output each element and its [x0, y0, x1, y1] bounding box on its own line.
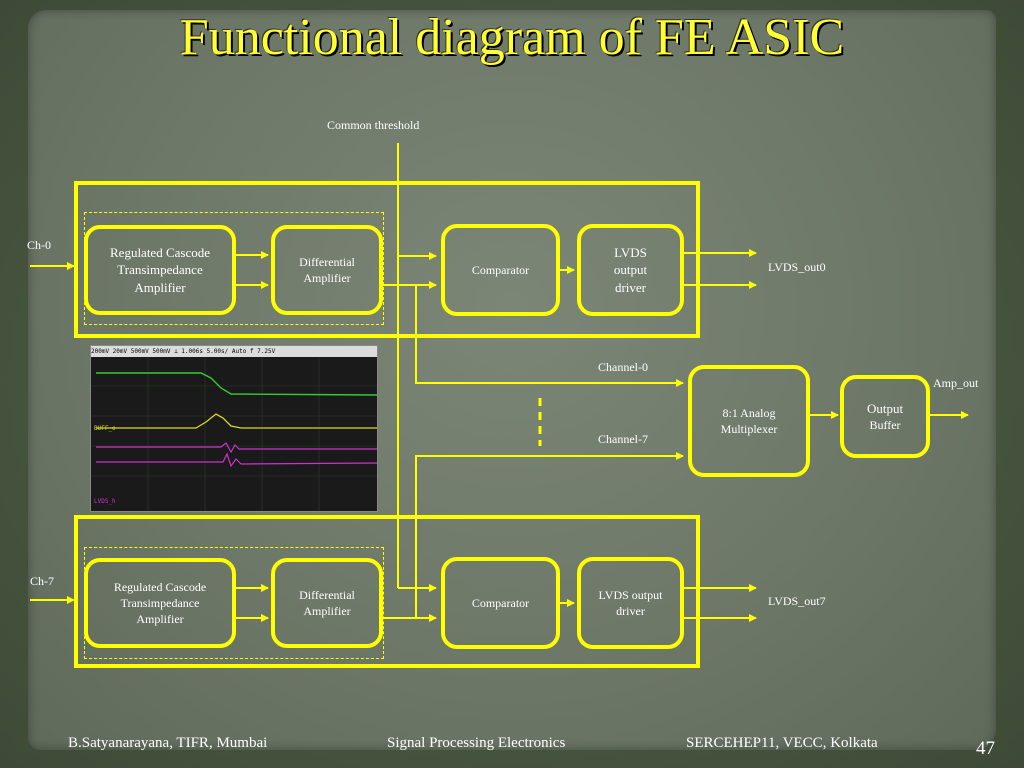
lvds0-line1: LVDS — [614, 244, 647, 260]
lvds-driver-ch7: LVDS output driver — [577, 557, 684, 649]
oscilloscope-screenshot: 200mV 20mV 500mV 500mV ⊥ 1.006s 5.00s/ A… — [90, 345, 378, 512]
rct7-line1: Regulated Cascode — [113, 579, 207, 594]
scope-ch-label-2: LVDS_h — [94, 498, 116, 505]
comparator-ch7: Comparator — [441, 557, 560, 649]
rct0-line3: Amplifier — [134, 279, 186, 295]
footer-course: Signal Processing Electronics — [387, 735, 566, 751]
lvds7-line1: LVDS output — [598, 587, 663, 602]
comparator7-label: Comparator — [471, 595, 530, 610]
channel0-wire — [415, 285, 684, 387]
rct0-line1: Regulated Cascode — [110, 244, 210, 260]
outbuf-line2: Buffer — [869, 418, 901, 433]
footer-event: SERCEHEP11, VECC, Kolkata — [686, 735, 878, 751]
scope-ch-label-1: BUFF_o — [94, 425, 116, 432]
footer-author: B.Satyanarayana, TIFR, Mumbai — [68, 735, 268, 751]
green-trace — [96, 372, 377, 396]
common-threshold-label: Common threshold — [327, 118, 420, 132]
diff0-line2: Amplifier — [303, 271, 351, 285]
lvds-out0-label: LVDS_out0 — [768, 260, 826, 274]
slide-title: Functional diagram of FE ASIC — [179, 9, 845, 66]
rct0-line2: Transimpedance — [117, 262, 203, 278]
page-number: 47 — [976, 738, 995, 759]
amp-out-label: Amp_out — [933, 376, 979, 390]
magenta-trace-2 — [96, 452, 377, 468]
ch7-label: Ch-7 — [30, 574, 54, 588]
scope-traces: BUFF_o LVDS_h — [91, 357, 377, 511]
channel7-wire — [415, 452, 684, 618]
outbuf-line1: Output — [866, 400, 904, 416]
diff7-line2: Amplifier — [303, 604, 351, 618]
comparator-ch0: Comparator — [441, 224, 560, 316]
channel7-label: Channel-7 — [598, 432, 648, 446]
channel7-frame — [74, 515, 700, 668]
magenta-trace-1 — [96, 442, 377, 454]
diff7-line1: Differential — [299, 587, 355, 602]
scope-status-bar: 200mV 20mV 500mV 500mV ⊥ 1.006s 5.00s/ A… — [91, 346, 377, 357]
channel0-label: Channel-0 — [598, 360, 648, 374]
rct7-line2: Transimpedance — [120, 595, 200, 610]
ch0-label: Ch-0 — [27, 238, 51, 252]
yellow-trace — [96, 413, 377, 429]
mux-line1: 8:1 Analog — [722, 405, 776, 420]
rct7-line3: Amplifier — [136, 612, 184, 627]
lvds0-line3: driver — [614, 279, 647, 295]
lvds0-line2: output — [613, 262, 648, 278]
lvds7-line2: driver — [616, 604, 645, 618]
comparator0-label: Comparator — [471, 262, 530, 277]
lvds-out7-label: LVDS_out7 — [768, 594, 826, 608]
channel0-frame — [74, 181, 700, 338]
mux-line2: Multiplexer — [720, 422, 778, 436]
diff0-line1: Differential — [299, 254, 355, 269]
